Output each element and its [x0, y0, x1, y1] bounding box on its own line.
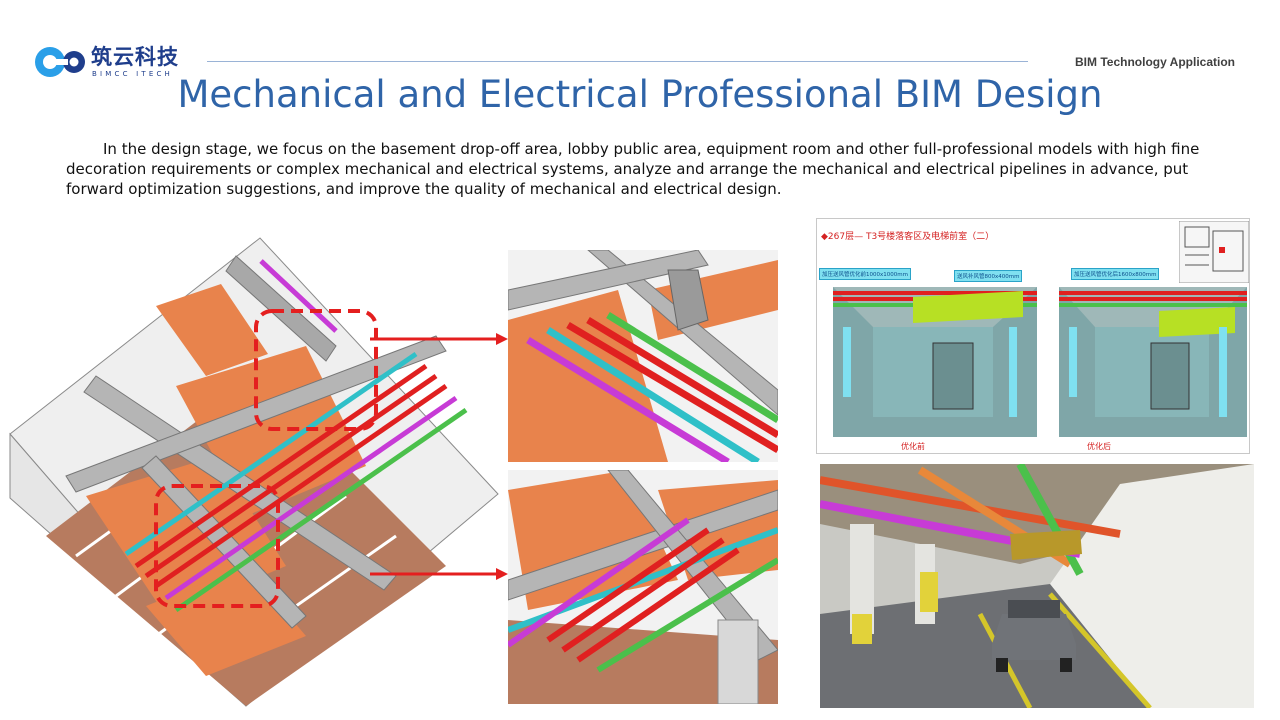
slide-title: Mechanical and Electrical Professional B…: [177, 73, 1103, 116]
logo-chinese-text: 筑云科技: [91, 45, 179, 69]
mep-isometric-model-image: [6, 236, 502, 708]
left-callout-2: 送风补风管800x400mm: [954, 270, 1023, 282]
callout-arrows: [370, 333, 508, 580]
after-render: [1059, 287, 1247, 437]
left-callout-1: 加压送风管优化前1000x1000mm: [819, 268, 911, 280]
optimization-comparison-image: ◆267层— T3号楼落客区及电梯前室（二） 加压送风管优化前1000x1000…: [816, 218, 1250, 454]
floor-plan-thumbnail: [1179, 221, 1249, 283]
header-divider: [207, 61, 1028, 62]
header-tag: BIM Technology Application: [1075, 55, 1235, 69]
company-logo: 筑云科技 BIMCC ITECH: [34, 40, 194, 86]
before-render: [833, 287, 1037, 437]
intro-paragraph: In the design stage, we focus on the bas…: [66, 140, 1200, 198]
after-label: 优化后: [1087, 442, 1111, 451]
before-label: 优化前: [901, 442, 925, 451]
car-icon: [992, 600, 1076, 672]
basement-rendering-image: [820, 464, 1254, 708]
right-callout-1: 加压送风管优化后1600x800mm: [1071, 268, 1160, 280]
detail-view-top-image: [508, 250, 778, 462]
detail-view-bottom-image: [508, 470, 778, 704]
comparison-heading: ◆267层— T3号楼落客区及电梯前室（二）: [821, 232, 995, 242]
logo-english-text: BIMCC ITECH: [92, 70, 174, 78]
bimcc-logo-icon: [35, 47, 85, 77]
